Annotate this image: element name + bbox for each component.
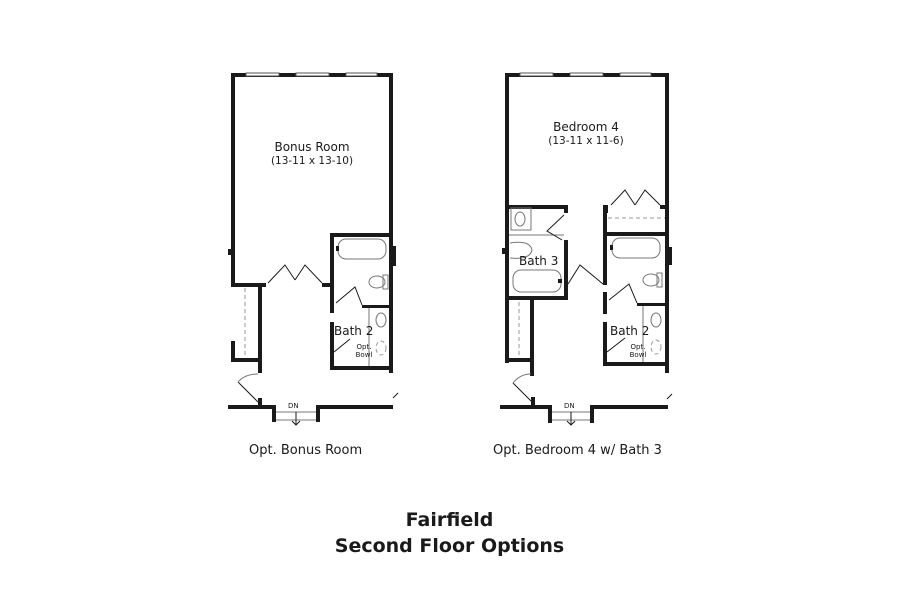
plan-bedroom-4 (500, 72, 673, 426)
room-label-bedroom-4: Bedroom 4 (13-11 x 11-6) (536, 120, 636, 148)
plan-title: Fairfield (405, 509, 494, 531)
room-name: Bonus Room (274, 140, 350, 154)
room-name: Bedroom 4 (553, 120, 619, 134)
fixture-note: Opt. Bowl (629, 343, 647, 359)
plan-caption: Opt. Bonus Room (249, 443, 363, 458)
fixture-note: Opt. Bowl (355, 343, 373, 359)
room-label-bonus-room: Bonus Room (13-11 x 13-10) (262, 140, 362, 168)
room-dimensions: (13-11 x 11-6) (548, 135, 624, 147)
stair-label: DN (288, 402, 299, 410)
stair-label: DN (564, 402, 575, 410)
room-label-bath-2: Bath 2 (334, 324, 374, 338)
room-label-bath-3: Bath 3 (519, 254, 559, 268)
room-label-bath-2: Bath 2 (610, 324, 650, 338)
plan-caption: Opt. Bedroom 4 w/ Bath 3 (493, 443, 662, 458)
plan-subtitle: Second Floor Options (334, 535, 565, 557)
room-dimensions: (13-11 x 13-10) (270, 155, 354, 167)
plan-bonus-room (228, 72, 399, 426)
